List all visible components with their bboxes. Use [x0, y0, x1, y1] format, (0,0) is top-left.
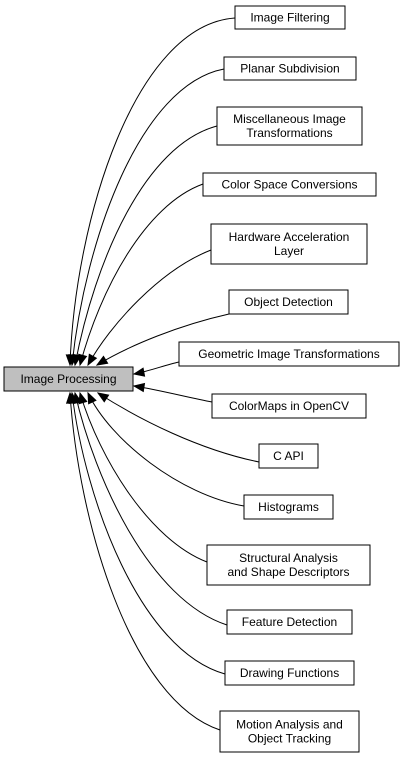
arrowhead — [96, 392, 110, 403]
module-node-label: Hardware Acceleration — [229, 230, 350, 244]
root-node-box — [3, 366, 134, 392]
module-node-object-detection[interactable]: Object Detection — [228, 289, 349, 315]
module-node-box — [223, 56, 357, 81]
module-node-label: and Shape Descriptors — [227, 565, 349, 579]
dependency-edge — [74, 125, 218, 366]
module-node-box — [219, 710, 360, 753]
module-node-box — [243, 494, 334, 520]
module-node-planar-subdivision[interactable]: Planar Subdivision — [223, 56, 357, 81]
dependency-edge — [79, 392, 208, 563]
module-node-label: Geometric Image Transformations — [198, 347, 379, 361]
module-node-feature-detection[interactable]: Feature Detection — [226, 609, 353, 635]
module-node-label: Histograms — [258, 500, 319, 514]
module-node-label: Motion Analysis and — [236, 718, 343, 732]
module-node-geometric-image-transformations[interactable]: Geometric Image Transformations — [178, 341, 400, 367]
dependency-edge — [71, 68, 225, 366]
arrowhead — [87, 391, 97, 405]
module-node-label: Miscellaneous Image — [233, 112, 346, 126]
dependency-edge — [97, 392, 260, 463]
module-node-box — [206, 544, 371, 586]
module-node-label: ColorMaps in OpenCV — [229, 399, 349, 413]
module-node-box — [211, 393, 367, 419]
module-node-label: Object Detection — [244, 295, 333, 309]
dependency-edge — [71, 392, 226, 675]
arrowhead — [65, 391, 76, 404]
dependency-edge — [96, 313, 230, 366]
module-node-label: C API — [273, 449, 304, 463]
arrowhead — [132, 367, 146, 377]
module-node-label: Layer — [274, 244, 304, 258]
module-node-box — [258, 443, 319, 469]
module-node-box — [224, 660, 355, 686]
dependency-edge — [87, 249, 212, 366]
arrowhead — [95, 355, 109, 366]
module-node-box — [228, 289, 349, 315]
dependency-edge — [74, 392, 228, 626]
module-node-drawing-functions[interactable]: Drawing Functions — [224, 660, 355, 686]
dependency-edge — [133, 385, 213, 403]
module-node-image-filtering[interactable]: Image Filtering — [234, 5, 346, 30]
module-node-box — [202, 172, 377, 197]
module-node-box — [216, 106, 363, 146]
arrowhead — [87, 353, 98, 367]
root-node-label: Image Processing — [20, 372, 116, 386]
dependency-edge — [87, 392, 245, 507]
dependency-edge — [69, 392, 221, 731]
module-node-label: Drawing Functions — [240, 666, 339, 680]
module-node-colormaps-in-opencv[interactable]: ColorMaps in OpenCV — [211, 393, 367, 419]
dependency-edge — [69, 17, 236, 366]
dependency-edge — [79, 183, 204, 366]
module-node-label: Object Tracking — [248, 732, 331, 746]
root-node-image-processing[interactable]: Image Processing — [3, 366, 134, 392]
arrowhead — [132, 382, 146, 393]
module-node-label: Color Space Conversions — [221, 178, 357, 192]
module-node-label: Structural Analysis — [239, 551, 338, 565]
module-node-box — [178, 341, 400, 367]
module-node-box — [234, 5, 346, 30]
module-node-label: Feature Detection — [242, 615, 337, 629]
module-node-label: Image Filtering — [250, 11, 329, 25]
module-node-box — [226, 609, 353, 635]
module-node-box — [210, 223, 368, 265]
edges — [65, 17, 260, 731]
module-node-c-api[interactable]: C API — [258, 443, 319, 469]
module-node-label: Transformations — [246, 126, 332, 140]
arrowhead — [78, 353, 88, 367]
module-node-histograms[interactable]: Histograms — [243, 494, 334, 520]
module-node-color-space-conversions[interactable]: Color Space Conversions — [202, 172, 377, 197]
module-node-label: Planar Subdivision — [240, 62, 339, 76]
